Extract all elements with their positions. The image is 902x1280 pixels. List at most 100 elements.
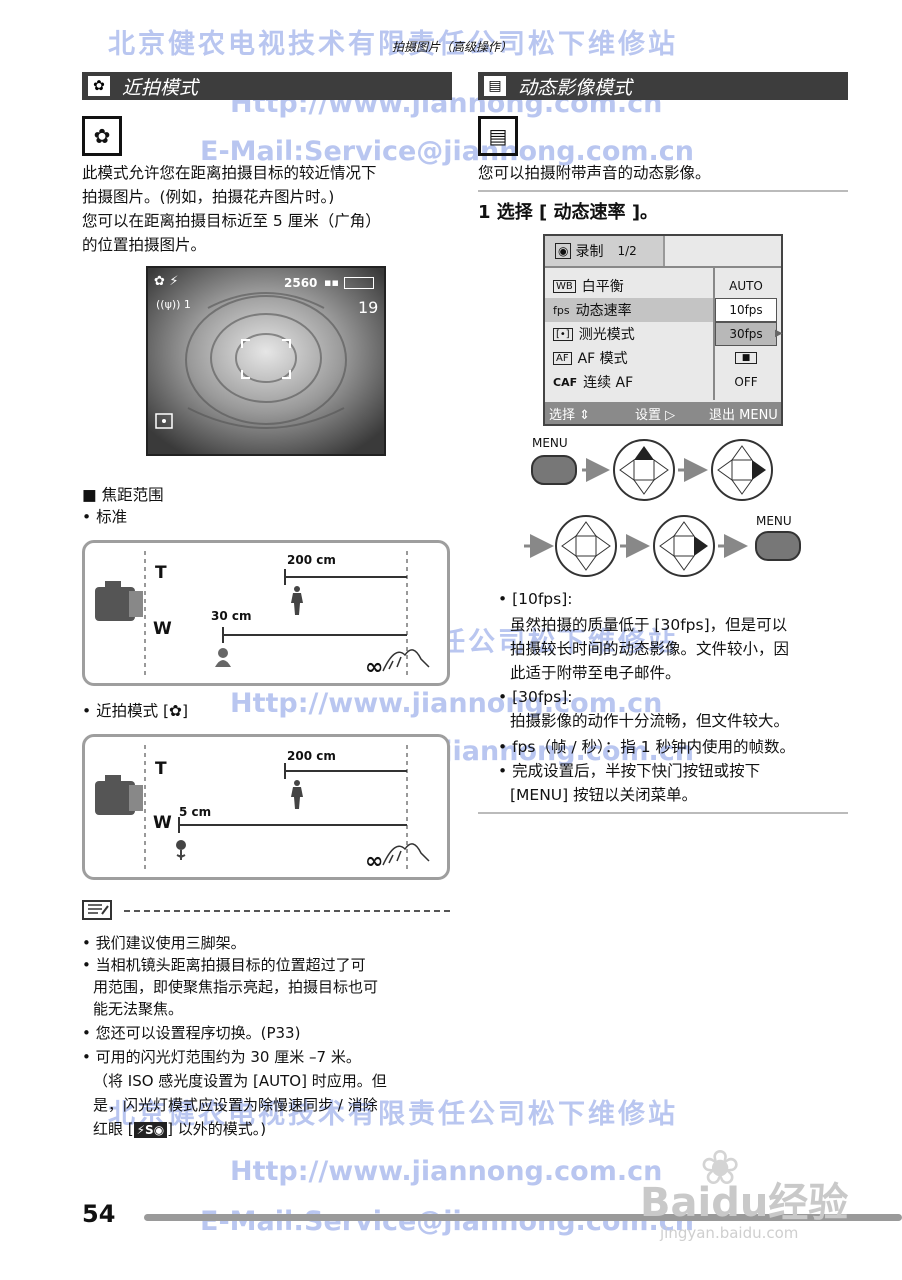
divider: [478, 190, 848, 192]
wide-label: W: [153, 813, 172, 833]
note-line: 用范围，即使聚焦指示亮起，拍摄目标也可: [93, 978, 379, 996]
macro-label-end: ]: [182, 702, 189, 720]
watermark-company: 北京健农电视技术有限责任公司松下维修站: [108, 1099, 678, 1130]
macro-label-text: • 近拍模式 [: [82, 702, 170, 720]
section-header-macro: ✿ 近拍模式: [82, 72, 452, 100]
bullet-text: 此适于附带至电子邮件。: [510, 664, 681, 682]
page-number: 54: [82, 1200, 116, 1228]
tele-label: T: [155, 563, 167, 583]
menu-divider: [713, 266, 715, 400]
dpad-right-icon: [653, 515, 715, 577]
mountain-icon: [382, 649, 430, 672]
mountain-icon: [382, 843, 430, 866]
caf-icon: CAF: [553, 375, 578, 389]
section-title: 动态影像模式: [518, 76, 633, 99]
note-divider: [124, 910, 450, 912]
note-text: 红眼 [: [93, 1120, 134, 1138]
af-single-icon: ■: [734, 352, 758, 364]
flash-redeye-badge: ⚡S◉: [133, 1122, 168, 1138]
bullet-30fps: • [30fps]:: [498, 688, 573, 706]
standard-label: • 标准: [82, 508, 128, 526]
menu-row-metering[interactable]: [•] 测光模式: [545, 322, 713, 346]
page-header-subtitle: 拍摄图片（高级操作）: [392, 40, 513, 54]
focus-range-diagram-standard: T W 200 cm 30 cm ∞: [82, 540, 450, 686]
watermark-url: Http://www.jiannong.com.cn: [230, 1156, 663, 1187]
tab-record[interactable]: ◉ 录制 1/2: [545, 236, 665, 266]
bullet-text: 拍摄影像的动作十分流畅，但文件较大。: [510, 712, 790, 730]
note-icon: [82, 900, 112, 920]
menu-row-label: 测光模式: [578, 327, 635, 343]
flower-mode-icon: ✿: [82, 116, 122, 156]
note-line: 能无法聚焦。: [93, 1000, 184, 1018]
film-mode-icon: ▤: [478, 116, 518, 156]
portrait-icon: [215, 648, 231, 667]
note-line: （将 ISO 感光度设置为 [AUTO] 时应用。但: [93, 1072, 387, 1090]
film-icon: ▤: [484, 76, 506, 96]
infinity-symbol: ∞: [365, 655, 384, 680]
person-icon: [291, 586, 303, 615]
tab-label: 录制: [575, 244, 604, 260]
note-text: ] 以外的模式。): [167, 1120, 267, 1138]
metering-icon: [•]: [553, 327, 573, 341]
menu-row-label: AF 模式: [577, 351, 628, 367]
section-title: 近拍模式: [122, 76, 199, 99]
menu-button-label: MENU: [756, 514, 792, 528]
menu-row-label: 白平衡: [581, 279, 624, 295]
option-off[interactable]: OFF: [734, 375, 758, 389]
wide-distance: 5 cm: [179, 805, 212, 819]
option-30fps[interactable]: 30fps: [715, 322, 777, 346]
watermark-email: E-Mail:Service@jiannong.com.cn: [200, 136, 694, 167]
menu-row-frame-rate[interactable]: fps 动态速率: [545, 298, 713, 322]
flower-icon: ✿: [169, 702, 183, 720]
menu-row-white-balance[interactable]: WB 白平衡: [545, 274, 713, 298]
macro-label: • 近拍模式 [✿]: [82, 700, 188, 722]
motion-intro: 您可以拍摄附带声音的动态影像。: [478, 164, 711, 182]
bullet-fps-def: • fps（帧 / 秒）：指 1 秒钟内使用的帧数。: [498, 738, 795, 756]
battery-icon: [344, 277, 374, 289]
chevron-right-icon: ▶: [775, 328, 783, 339]
note-line: • 当相机镜头距离拍摄目标的位置超过了可: [82, 956, 366, 974]
menu-row-af-mode[interactable]: AF AF 模式: [545, 346, 713, 370]
menu-row-label: 动态速率: [575, 303, 632, 319]
focus-range-diagram-macro: T W 200 cm 5 cm ∞: [82, 734, 450, 880]
camera-icon: ◉: [555, 243, 572, 259]
menu-button-icon: [531, 455, 577, 485]
infinity-symbol: ∞: [365, 849, 384, 874]
footer-exit: 退出 MENU: [709, 408, 778, 423]
divider: [478, 812, 848, 814]
lcd-macro-flash-icons: ✿ ⚡: [154, 274, 179, 289]
footer-set: 设置 ▷: [635, 408, 676, 423]
option-af-single[interactable]: ■: [715, 346, 777, 370]
tele-label: T: [155, 759, 167, 779]
section-header-motion: ▤ 动态影像模式: [478, 72, 848, 100]
option-10fps[interactable]: 10fps: [715, 298, 777, 322]
step-1: 1 选择 [ 动态速率 ]。: [478, 202, 659, 223]
button-sequence-diagram: [524, 439, 801, 577]
tab-page: 1/2: [617, 244, 637, 258]
option-auto[interactable]: AUTO: [729, 279, 763, 293]
lcd-stabilizer: ((ψ)) 1: [156, 298, 191, 311]
dpad-right-icon: [711, 439, 773, 501]
tele-distance: 200 cm: [287, 553, 336, 567]
menu-button-label: MENU: [532, 436, 568, 450]
person-icon: [291, 780, 303, 809]
af-icon: AF: [553, 351, 572, 365]
intro-line: 您可以在距离拍摄目标近至 5 厘米（广角）: [82, 212, 381, 230]
watermark-company: 北京健农电视技术有限责任公司松下维修站: [108, 29, 678, 60]
intro-line: 此模式允许您在距离拍摄目标的较近情况下: [82, 164, 377, 182]
quality-icon: ▪▪: [324, 276, 339, 289]
bullet-text: 拍摄较长时间的动态影像。文件较小，因: [510, 640, 790, 658]
footer-bar: [144, 1214, 902, 1221]
baidu-url: jingyan.baidu.com: [660, 1224, 799, 1242]
footer-select: 选择 ⇕: [549, 408, 591, 423]
flower-icon: [176, 840, 186, 860]
dpad-down-icon: [555, 515, 617, 577]
lcd-shot-count: 19: [358, 298, 379, 317]
white-balance-icon: WB: [553, 279, 576, 293]
wide-distance: 30 cm: [211, 609, 252, 623]
note-line: • 我们建议使用三脚架。: [82, 934, 246, 952]
flower-icon: ✿: [88, 76, 110, 96]
dpad-up-icon: [613, 439, 675, 501]
note-line: 是，闪光灯模式应设置为除慢速同步 / 消除: [93, 1096, 378, 1114]
menu-row-continuous-af[interactable]: CAF 连续 AF: [545, 370, 713, 394]
